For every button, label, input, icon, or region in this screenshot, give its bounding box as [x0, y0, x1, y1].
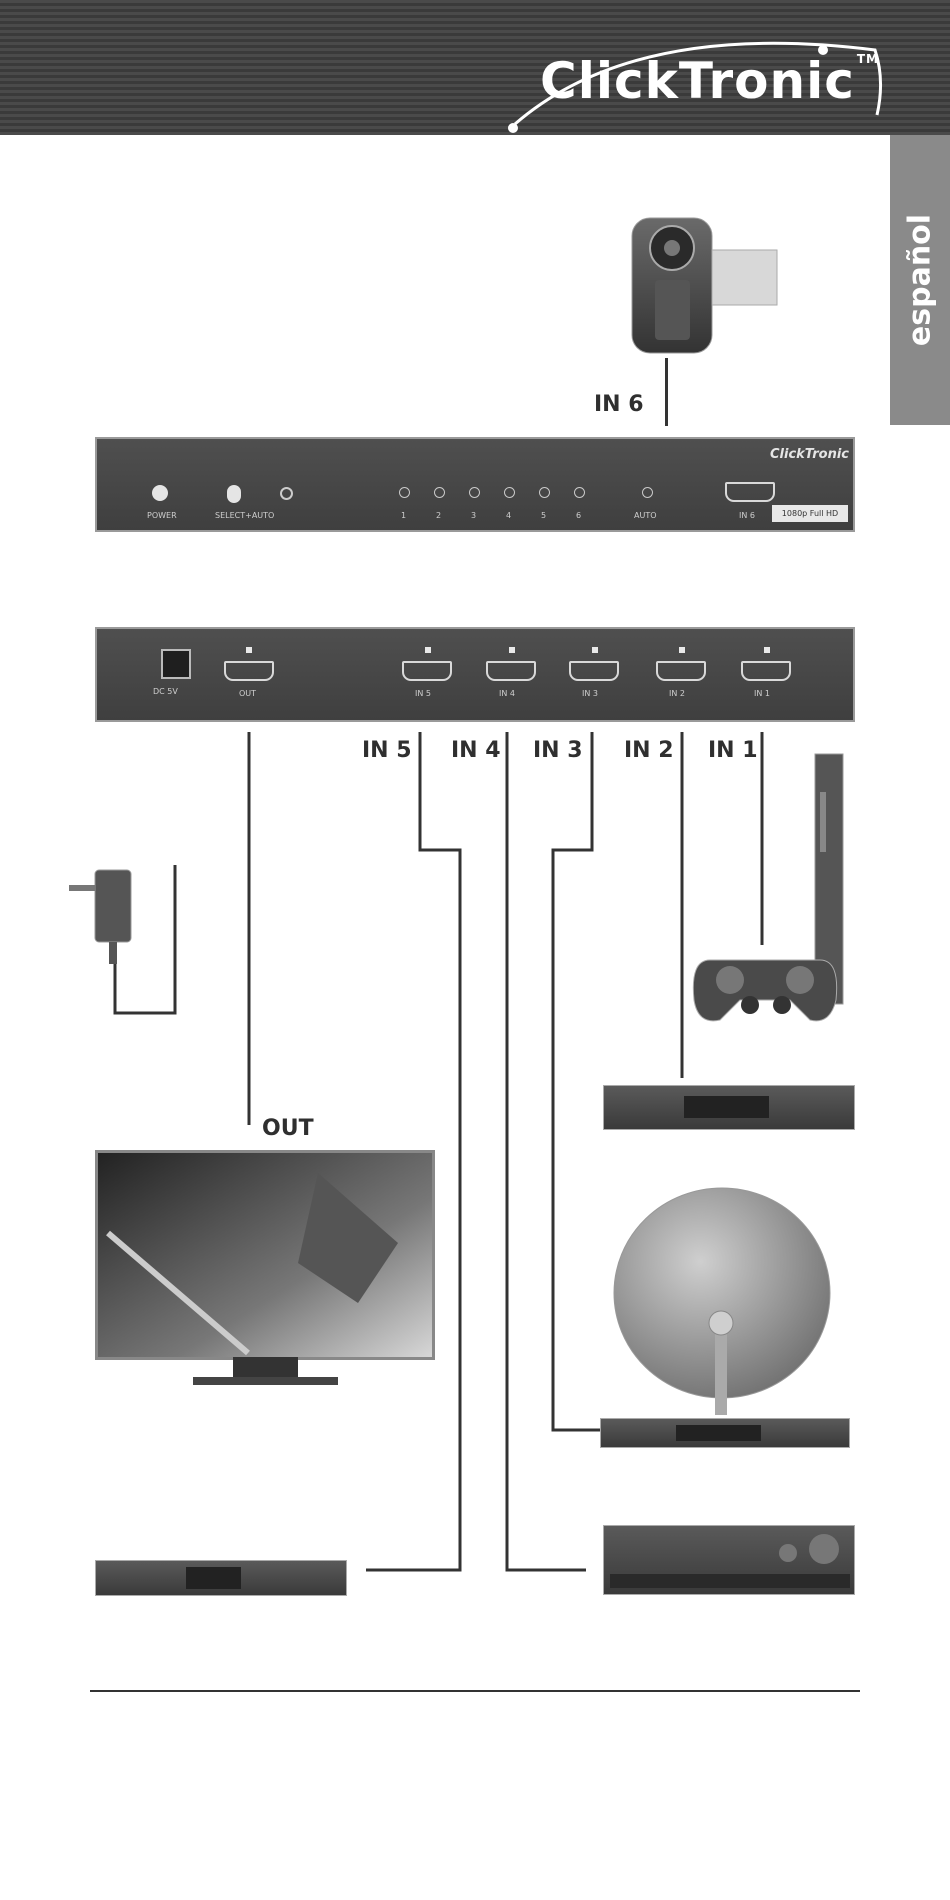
- tv-neck: [233, 1357, 298, 1379]
- amp-knob-small: [779, 1544, 797, 1562]
- bottom-divider: [90, 1690, 860, 1692]
- amp-knob-large: [809, 1534, 839, 1564]
- tv-picture: [98, 1153, 435, 1360]
- tv-stand: [193, 1377, 338, 1385]
- amp-tray: [610, 1574, 850, 1588]
- in2-device: [603, 1085, 855, 1130]
- in4-device: [603, 1525, 855, 1595]
- gamepad-icon: [690, 945, 840, 1030]
- satellite-dish-icon: [600, 1185, 840, 1420]
- in5-device: [95, 1560, 347, 1596]
- receiver-display: [676, 1425, 761, 1441]
- power-adapter-icon: [65, 865, 145, 975]
- tv-screen: [95, 1150, 435, 1360]
- in5-device-tray: [186, 1567, 241, 1589]
- in2-device-display: [684, 1096, 769, 1118]
- satellite-receiver: [600, 1418, 850, 1448]
